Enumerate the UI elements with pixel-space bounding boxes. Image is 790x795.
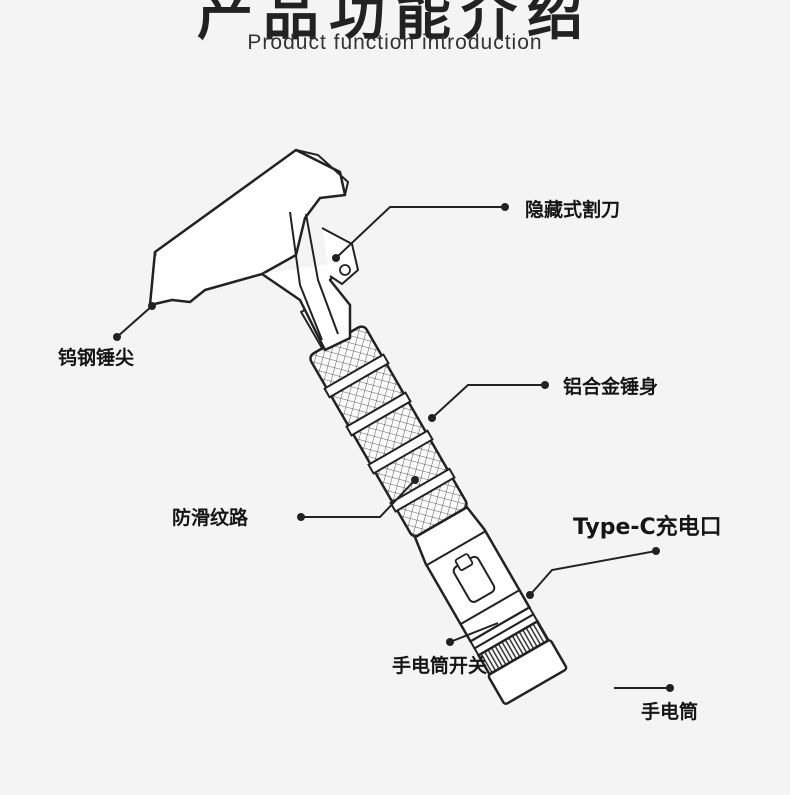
label-flashlight: 手电筒 [641,701,699,723]
label-tungsten-tip: 钨钢锤尖 [58,347,135,369]
leader-dots [113,203,674,692]
page-subtitle: Product function introduction [247,31,543,54]
label-antislip-texture: 防滑纹路 [172,507,249,529]
leader-lines [116,206,670,689]
label-flashlight-switch: 手电筒开关 [392,655,488,677]
label-typec-port: Type-C充电口 [573,515,722,540]
hammer-head [148,148,359,352]
page-title: 产品功能介绍 [197,0,593,48]
label-hidden-blade: 隐藏式割刀 [525,199,621,221]
label-aluminum-body: 铝合金锤身 [563,376,659,398]
